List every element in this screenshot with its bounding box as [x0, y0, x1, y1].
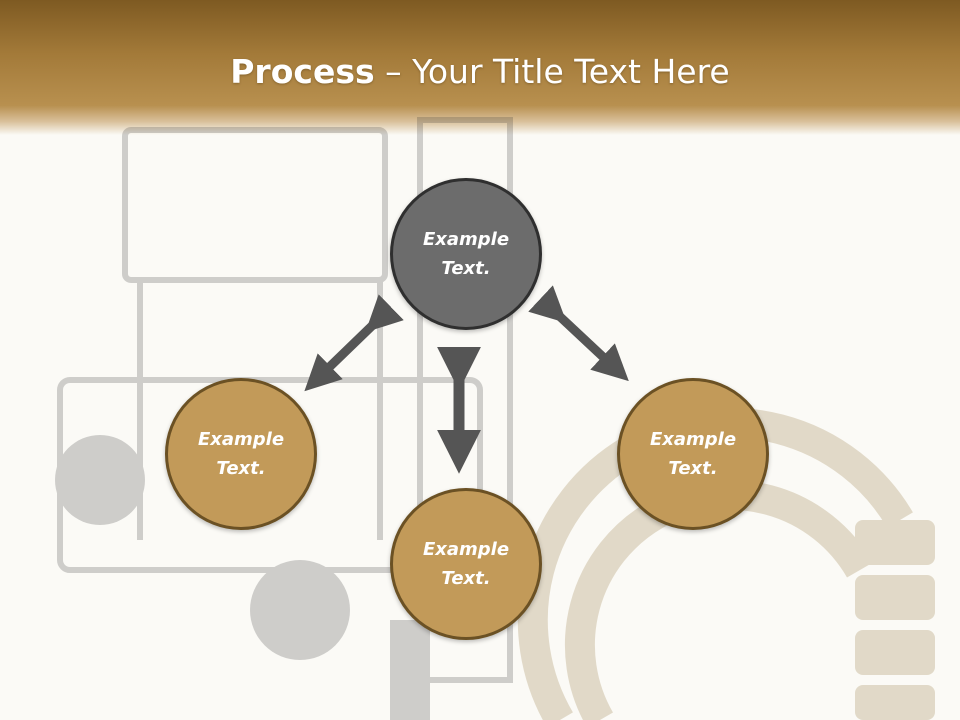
process-node-bottom-label: Example Text.	[422, 539, 510, 589]
slide-title[interactable]: Process – Your Title Text Here	[0, 52, 960, 91]
process-node-left-label: Example Text.	[197, 429, 285, 479]
process-node-right-label: Example Text.	[649, 429, 737, 479]
arrow-top-right	[528, 285, 629, 382]
process-node-top[interactable]: Example Text.	[390, 178, 542, 330]
title-rest: – Your Title Text Here	[374, 52, 730, 91]
process-node-right[interactable]: Example Text.	[617, 378, 769, 530]
title-bar	[0, 0, 960, 135]
process-node-bottom[interactable]: Example Text.	[390, 488, 542, 640]
title-bold: Process	[230, 52, 375, 91]
arrow-top-left	[304, 294, 404, 392]
process-node-top-label: Example Text.	[422, 229, 510, 279]
process-node-left[interactable]: Example Text.	[165, 378, 317, 530]
